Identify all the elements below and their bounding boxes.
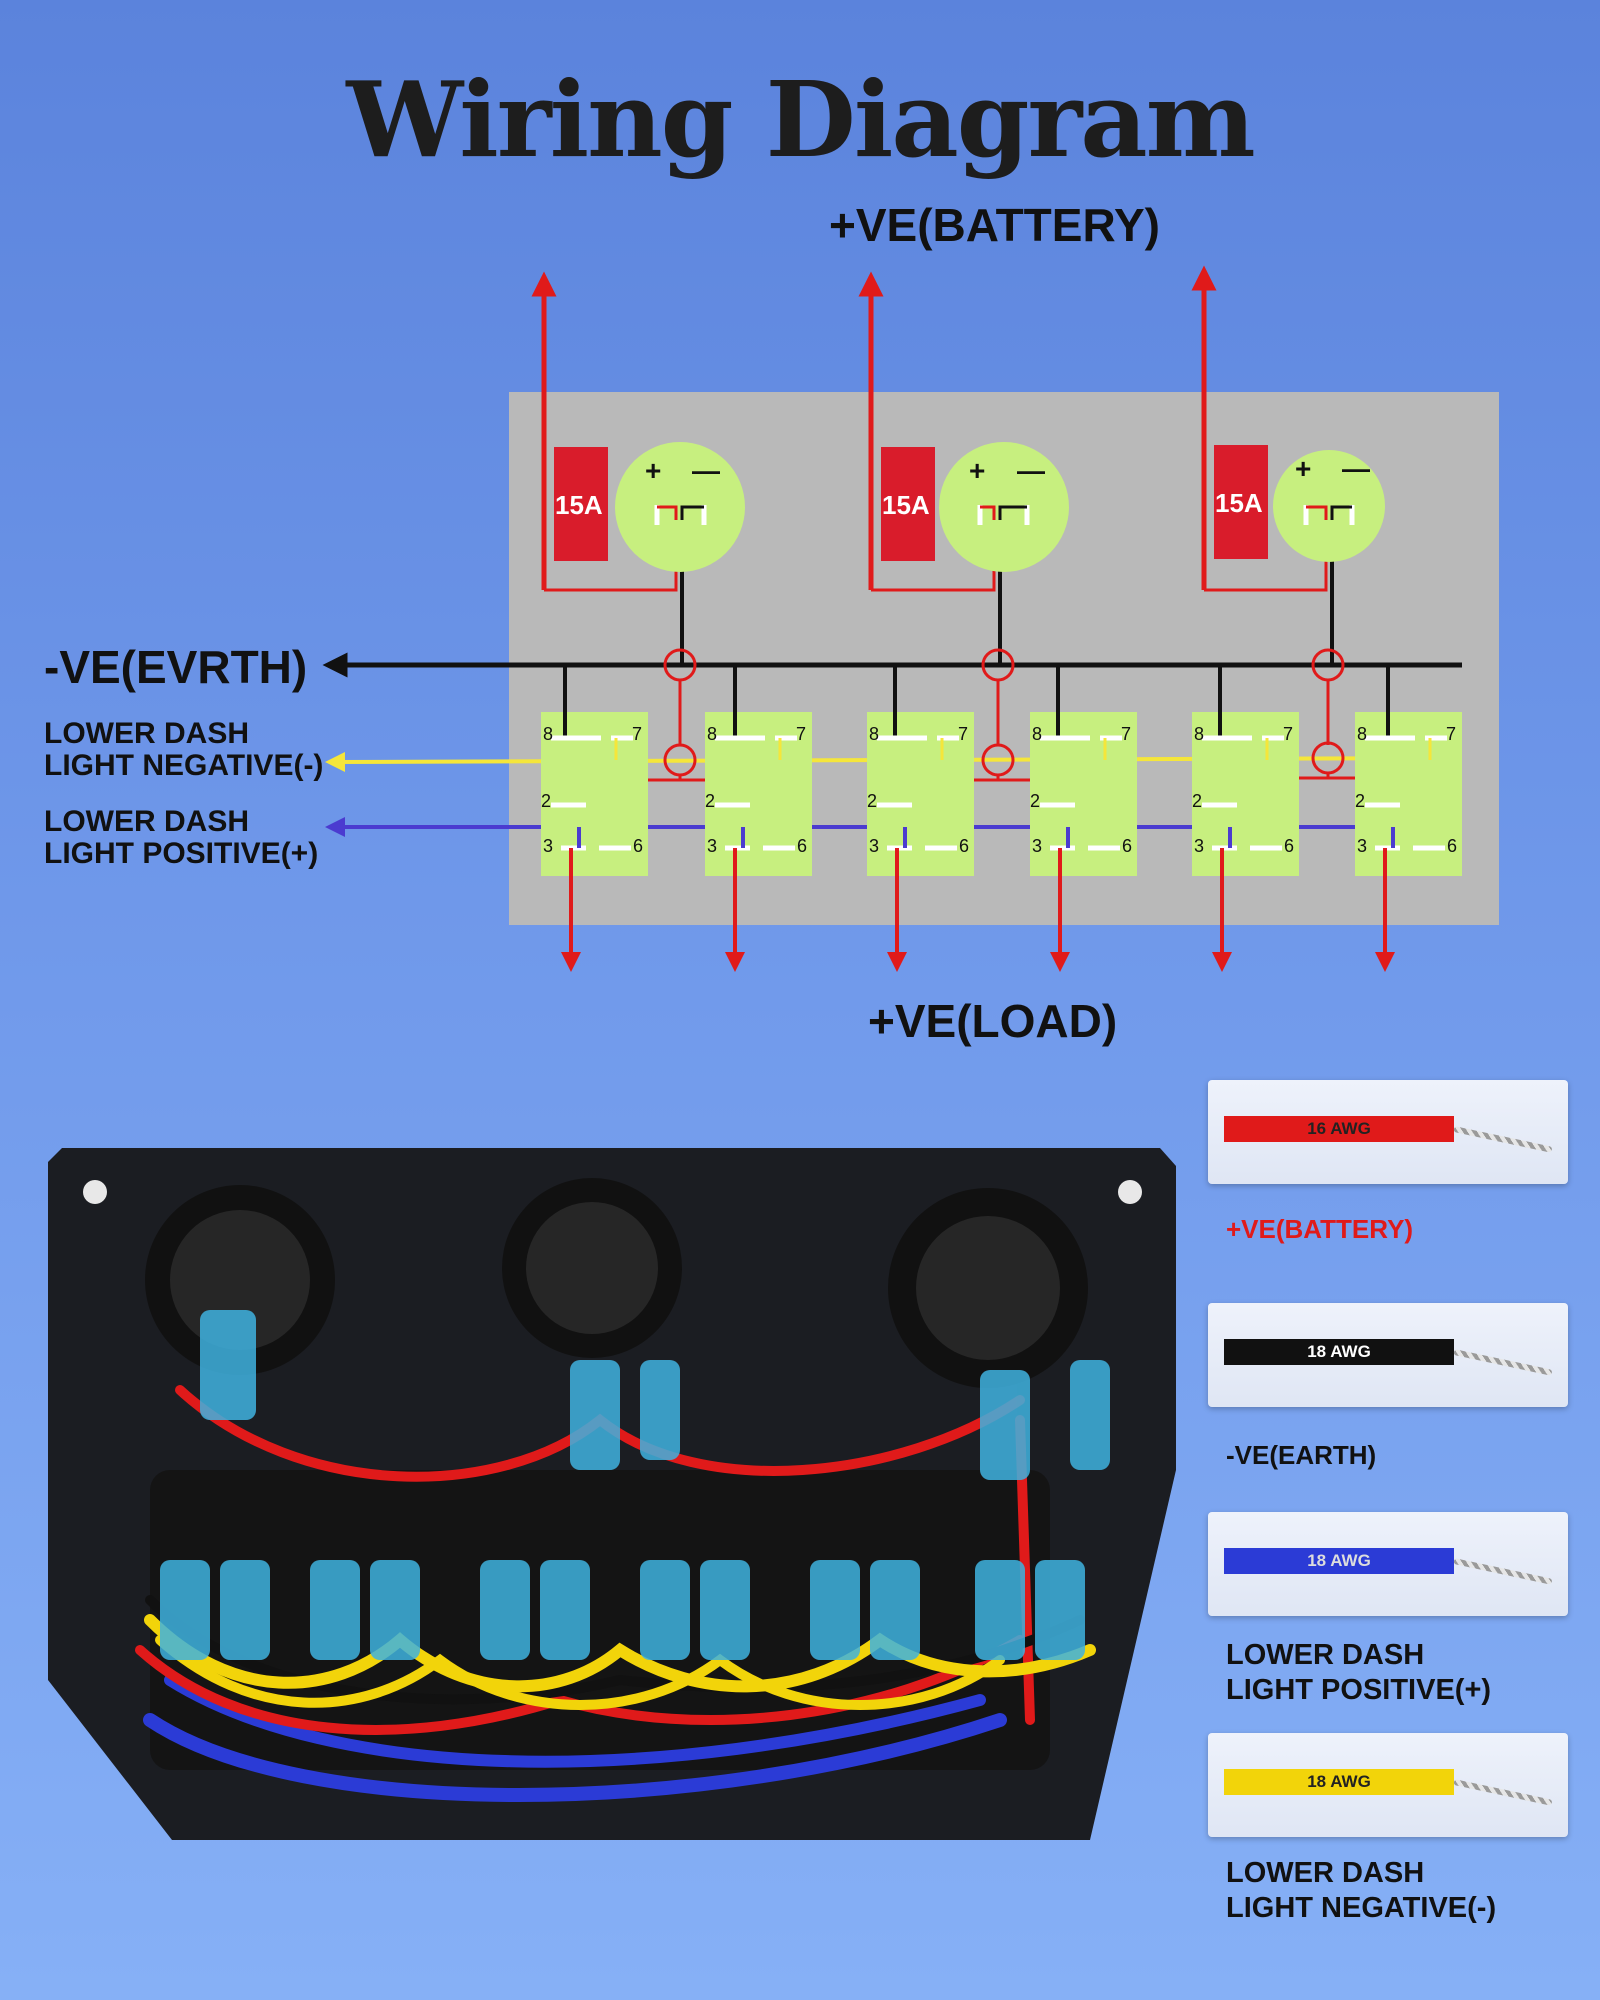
switch-6-pin-3: 3: [1357, 836, 1368, 856]
switch-1-pin-6: 6: [633, 836, 644, 856]
switch-3-pin-6: 6: [959, 836, 970, 856]
switch-5-pin-8: 8: [1194, 724, 1205, 744]
circuit-group-3: [1191, 265, 1404, 805]
switch-2-pin-8: 8: [707, 724, 718, 744]
switch-3-pin-2: 2: [867, 791, 878, 811]
wire-label-negative-line-2: LIGHT NEGATIVE(-): [1226, 1892, 1497, 1924]
wire-label-positive-line-1: LOWER DASH: [1226, 1639, 1425, 1671]
wire-gauge-negative: 18 AWG: [1224, 1769, 1454, 1795]
switch-3-pin-3: 3: [869, 836, 880, 856]
load-label: +VE(LOAD): [868, 995, 1118, 1047]
wire-strand: [1453, 1558, 1553, 1585]
switch-6-pin-2: 2: [1355, 791, 1366, 811]
switch-1-pin-7: 7: [632, 724, 643, 744]
wire-swatch-negative: 18 AWG: [1208, 1733, 1568, 1837]
wire-strand: [1453, 1779, 1553, 1806]
usb-socket-1: [615, 442, 745, 572]
socket-3-plus: +: [1295, 453, 1312, 484]
battery-label: +VE(BATTERY): [829, 199, 1160, 251]
wire-gauge-positive: 18 AWG: [1224, 1548, 1454, 1574]
switch-2-pin-2: 2: [705, 791, 716, 811]
switch-4-pin-7: 7: [1121, 724, 1132, 744]
switch-4-pin-2: 2: [1030, 791, 1041, 811]
switch-2-pin-3: 3: [707, 836, 718, 856]
socket-2-plus: +: [969, 455, 986, 486]
switch-3-pin-7: 7: [958, 724, 969, 744]
switch-2-pin-6: 6: [797, 836, 808, 856]
socket-housings: [145, 1178, 1088, 1388]
wire-swatch-positive: 18 AWG: [1208, 1512, 1568, 1616]
lower-pos-line-2: LIGHT POSITIVE(+): [44, 837, 319, 870]
switch-1-pin-2: 2: [541, 791, 552, 811]
switch-4-pin-8: 8: [1032, 724, 1043, 744]
switch-4-pin-3: 3: [1032, 836, 1043, 856]
switch-6-pin-8: 8: [1357, 724, 1368, 744]
wiring-diagram: [322, 265, 1499, 972]
lower-neg-label: LOWER DASH LIGHT NEGATIVE(-): [44, 718, 323, 782]
page-title: Wiring Diagram: [346, 58, 1255, 181]
fuse-3: [1214, 445, 1268, 559]
wire-label-positive: LOWER DASH LIGHT POSITIVE(+): [1226, 1638, 1491, 1708]
socket-3-minus: —: [1342, 453, 1370, 484]
wire-swatch-battery: 16 AWG: [1208, 1080, 1568, 1184]
rocker-switches: [541, 665, 1462, 972]
socket-1-minus: —: [692, 455, 720, 486]
lower-pos-line-1: LOWER DASH: [44, 805, 249, 838]
switch-5-pin-3: 3: [1194, 836, 1205, 856]
wire-label-positive-line-2: LIGHT POSITIVE(+): [1226, 1674, 1492, 1706]
wire-gauge-earth: 18 AWG: [1224, 1339, 1454, 1365]
fuse-1: [554, 447, 608, 561]
wire-label-battery: +VE(BATTERY): [1226, 1214, 1414, 1244]
lower-neg-line-2: LIGHT NEGATIVE(-): [44, 749, 324, 782]
switch-5-pin-7: 7: [1283, 724, 1294, 744]
switch-4-pin-6: 6: [1122, 836, 1133, 856]
usb-socket-3: [1273, 450, 1385, 562]
mount-hole-left: [83, 1180, 107, 1204]
fuse-2: [881, 447, 935, 561]
lower-pos-label: LOWER DASH LIGHT POSITIVE(+): [44, 806, 318, 870]
switch-3-pin-8: 8: [869, 724, 880, 744]
switch-1-pin-8: 8: [543, 724, 554, 744]
fuse-label-2: 15A: [882, 490, 930, 520]
wire-label-negative: LOWER DASH LIGHT NEGATIVE(-): [1226, 1856, 1496, 1926]
circuit-group-2: [858, 271, 1078, 805]
switch-1-pin-3: 3: [543, 836, 554, 856]
switch-5-pin-6: 6: [1284, 836, 1295, 856]
mount-hole-right: [1118, 1180, 1142, 1204]
wire-strand: [1453, 1349, 1553, 1376]
wire-swatch-earth: 18 AWG: [1208, 1303, 1568, 1407]
terminal-connectors: [160, 1310, 1110, 1660]
wire-harness: [135, 1385, 1096, 1802]
fuse-label-3: 15A: [1215, 488, 1263, 518]
switch-6-pin-6: 6: [1447, 836, 1458, 856]
wire-gauge-battery: 16 AWG: [1224, 1116, 1454, 1142]
wire-strand: [1453, 1126, 1553, 1153]
panel-plate: [48, 1148, 1176, 1840]
circuit-group-1: [531, 271, 752, 805]
switch-bodies: [150, 1470, 1050, 1770]
fuse-label-1: 15A: [555, 490, 603, 520]
switch-2-pin-7: 7: [796, 724, 807, 744]
socket-1-plus: +: [645, 455, 662, 486]
wire-label-earth: -VE(EARTH): [1226, 1440, 1377, 1470]
socket-2-minus: —: [1017, 455, 1045, 486]
switch-6-pin-7: 7: [1446, 724, 1457, 744]
earth-label: -VE(EVRTH): [44, 641, 308, 693]
switch-5-pin-2: 2: [1192, 791, 1203, 811]
wire-label-negative-line-1: LOWER DASH: [1226, 1857, 1425, 1889]
lower-neg-line-1: LOWER DASH: [44, 717, 249, 750]
